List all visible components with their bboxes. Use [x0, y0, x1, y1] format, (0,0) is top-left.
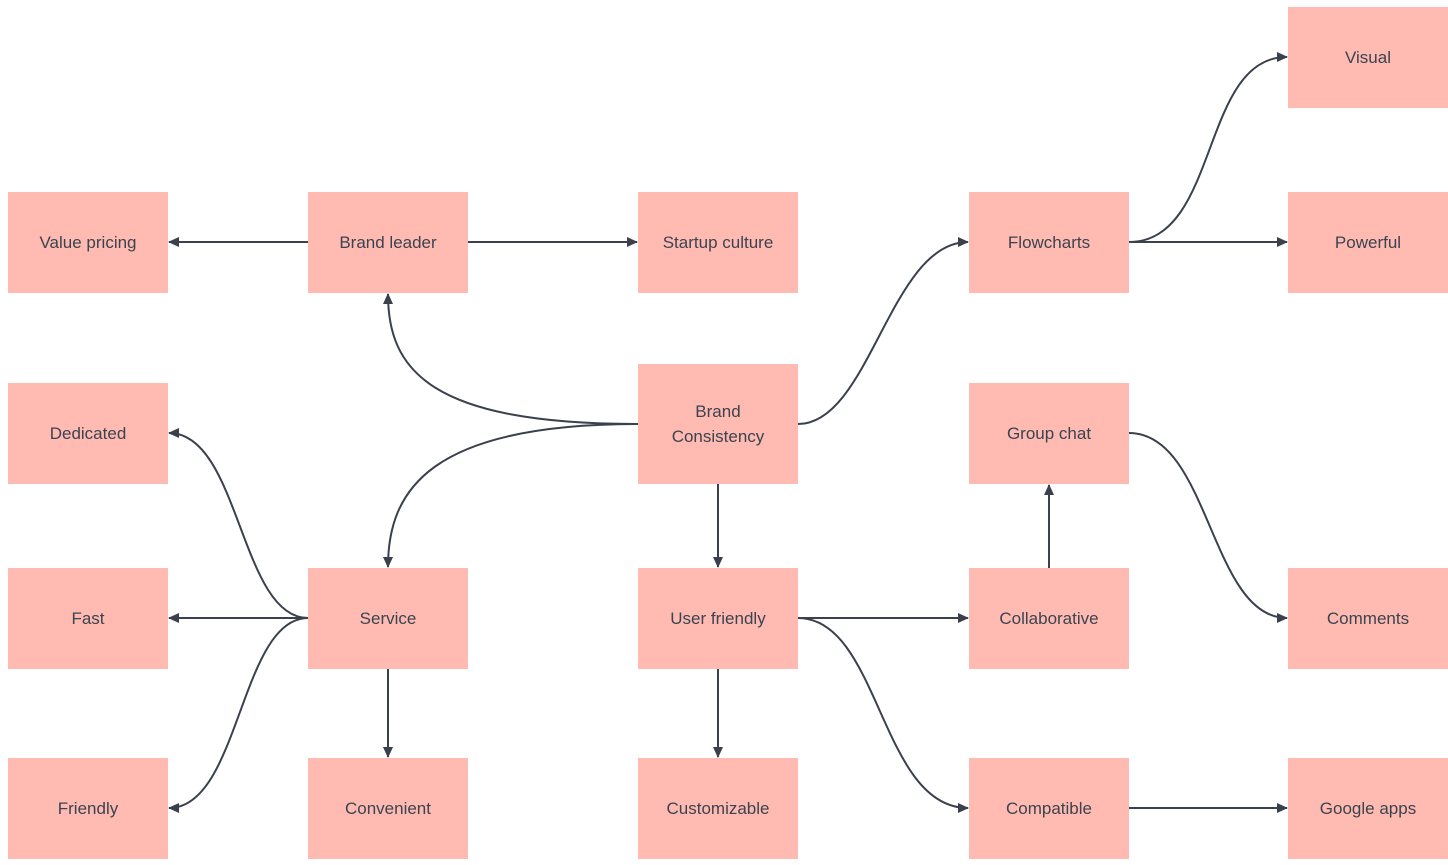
node-convenient[interactable]: Convenient	[308, 758, 468, 859]
node-collaborative[interactable]: Collaborative	[969, 568, 1129, 669]
node-visual[interactable]: Visual	[1288, 7, 1448, 108]
node-label: Customizable	[666, 799, 770, 818]
node-label: Group chat	[1006, 424, 1092, 443]
node-label: Convenient	[344, 799, 431, 818]
node-user-friendly[interactable]: User friendly	[638, 568, 798, 669]
node-label: Service	[359, 609, 417, 628]
node-dedicated[interactable]: Dedicated	[8, 383, 168, 484]
node-value-pricing[interactable]: Value pricing	[8, 192, 168, 293]
node-label: User friendly	[670, 609, 766, 628]
edge-brand-consistency-to-brand-leader	[383, 293, 639, 425]
node-powerful[interactable]: Powerful	[1288, 192, 1448, 293]
node-label: Comments	[1326, 609, 1410, 628]
node-label: Visual	[1345, 48, 1391, 67]
node-compatible[interactable]: Compatible	[969, 758, 1129, 859]
node-flowcharts[interactable]: Flowcharts	[969, 192, 1129, 293]
node-group-chat[interactable]: Group chat	[969, 383, 1129, 484]
node-label: Value pricing	[39, 233, 137, 252]
edge-brand-consistency-to-flowcharts	[797, 237, 969, 425]
node-label: Flowcharts	[1007, 233, 1091, 252]
edge-brand-consistency-to-service	[383, 423, 639, 568]
node-label: Compatible	[1006, 799, 1092, 818]
node-label: Fast	[71, 609, 105, 628]
node-google-apps[interactable]: Google apps	[1288, 758, 1448, 859]
node-label: Brand leader	[339, 233, 437, 252]
node-label: Friendly	[57, 799, 119, 818]
edge-service-to-dedicated	[168, 428, 309, 619]
node-label: Powerful	[1334, 233, 1402, 252]
node-friendly[interactable]: Friendly	[8, 758, 168, 859]
node-comments[interactable]: Comments	[1288, 568, 1448, 669]
node-label: Collaborative	[999, 609, 1099, 628]
edge-user-friendly-to-compatible	[797, 617, 969, 813]
node-startup-culture[interactable]: Startup culture	[638, 192, 798, 293]
edge-group-chat-to-comments	[1128, 432, 1288, 623]
node-label: Brand Consistency	[671, 402, 765, 446]
node-brand-consistency[interactable]: Brand Consistency	[638, 364, 798, 484]
node-customizable[interactable]: Customizable	[638, 758, 798, 859]
node-label: Startup culture	[662, 233, 774, 252]
node-label: Dedicated	[49, 424, 127, 443]
node-service[interactable]: Service	[308, 568, 468, 669]
edge-flowcharts-to-visual	[1128, 52, 1288, 243]
node-fast[interactable]: Fast	[8, 568, 168, 669]
node-label: Google apps	[1319, 799, 1417, 818]
edge-service-to-friendly	[168, 617, 309, 813]
node-brand-leader[interactable]: Brand leader	[308, 192, 468, 293]
